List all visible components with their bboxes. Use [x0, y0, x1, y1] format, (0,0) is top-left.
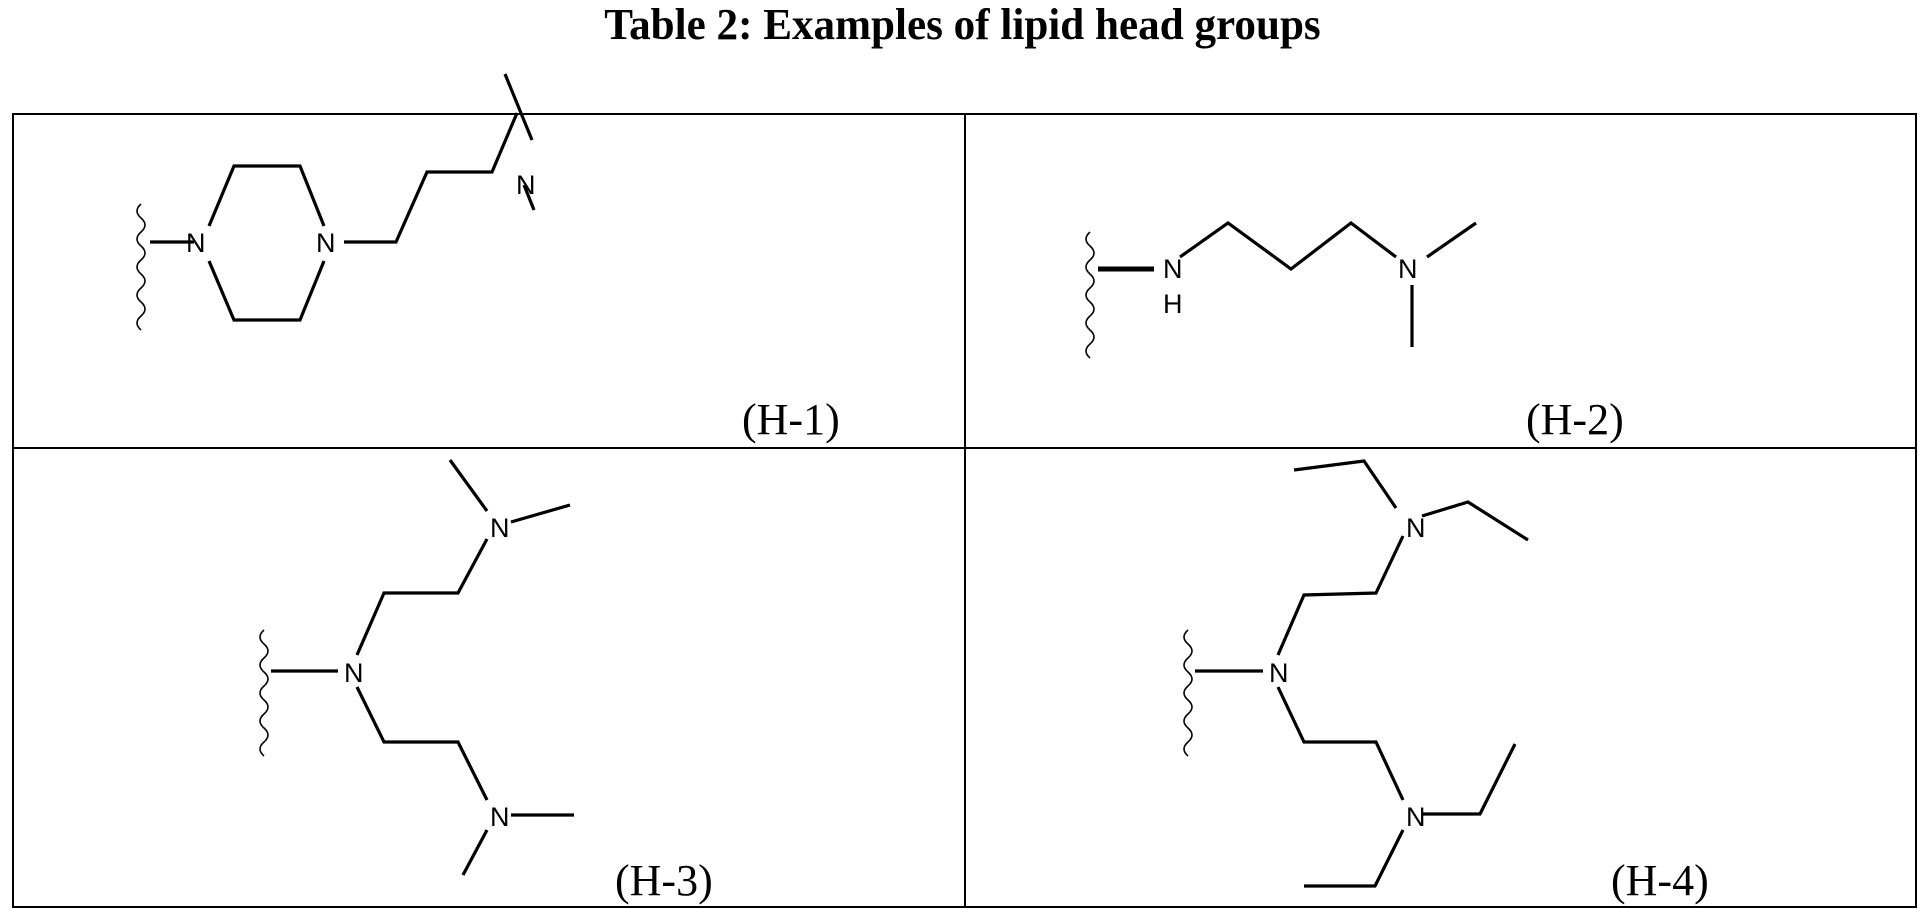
atom-n-amine: N [516, 170, 536, 200]
wavy-bond-icon [259, 629, 269, 757]
row-divider [14, 447, 1915, 449]
table-cell-h2: N H N (H-2) [966, 115, 1915, 447]
structure-h4: N N N [1183, 459, 1529, 888]
atom-n-lower: N [1406, 802, 1426, 832]
atom-n-central: N [344, 658, 364, 688]
table-cell-h4: N N N (H-4) [966, 449, 1915, 906]
atom-n-amine: N [1398, 254, 1418, 284]
atom-n-lower: N [490, 802, 510, 832]
table-cell-h3: N N N (H-3) [14, 449, 964, 906]
atom-n-upper: N [1406, 513, 1426, 543]
structure-h3: N N N [259, 459, 574, 876]
wavy-bond-icon [1085, 231, 1095, 359]
atom-n-upper: N [490, 513, 510, 543]
structure-label-h4: (H-4) [1611, 856, 1709, 905]
page-title: Table 2: Examples of lipid head groups [604, 0, 1321, 49]
structure-label-h2: (H-2) [1526, 395, 1624, 444]
atom-h: H [1163, 289, 1183, 319]
atom-n-central: N [1269, 658, 1289, 688]
structure-label-h1: (H-1) [742, 395, 840, 444]
atom-n1: N [186, 228, 206, 258]
structure-h2: N H N [1085, 220, 1477, 359]
wavy-bond-icon [1183, 629, 1193, 757]
structure-label-h3: (H-3) [615, 856, 713, 905]
structure-h1: N N N [136, 73, 536, 331]
table-cell-h1: N N N (H-1) [14, 73, 964, 447]
column-divider [964, 115, 966, 906]
wavy-bond-icon [136, 203, 146, 331]
atom-n2: N [316, 228, 336, 258]
head-groups-table: N N N (H-1) N H N (H-2) [12, 73, 1917, 908]
atom-n-amide: N [1163, 254, 1183, 284]
